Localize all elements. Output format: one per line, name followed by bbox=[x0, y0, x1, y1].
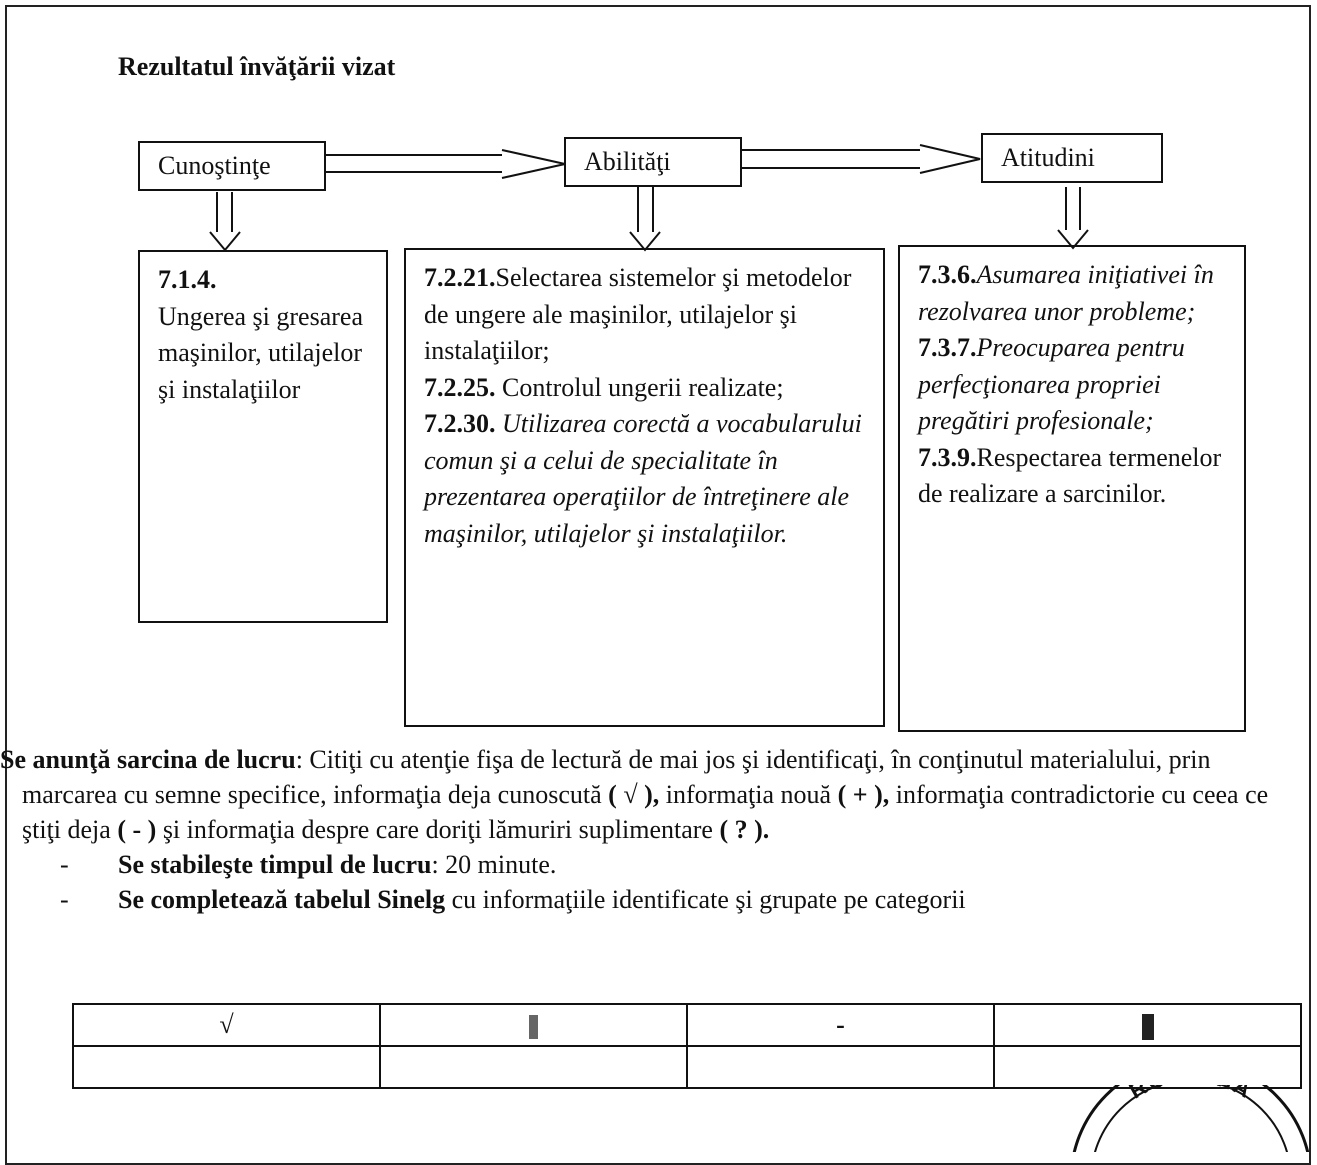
outcome-text: Controlul ungerii realizate; bbox=[495, 372, 784, 402]
sign-contradictory: ( - ) bbox=[117, 815, 157, 844]
sign-known: ( √ ), bbox=[608, 780, 660, 809]
outcome-text: Utilizarea corectă a vocabularului comun… bbox=[424, 409, 862, 548]
category-abilitati: Abilităţi bbox=[564, 137, 742, 187]
category-cunostinte: Cunoştinţe bbox=[138, 141, 326, 191]
question-mark-icon bbox=[1141, 1014, 1154, 1041]
category-atitudini: Atitudini bbox=[981, 133, 1163, 183]
header-cell-contradictory: - bbox=[686, 1003, 995, 1047]
outcome-text: Preocuparea pentru perfecţionarea propri… bbox=[918, 333, 1185, 435]
table-cell bbox=[72, 1045, 381, 1089]
task-text: informaţia nouă bbox=[659, 780, 838, 809]
cunostinte-box: 7.1.4. Ungerea şi gresarea maşinilor, ut… bbox=[138, 250, 388, 623]
diagram-connectors bbox=[209, 144, 1089, 252]
plus-mark-icon bbox=[529, 1015, 538, 1040]
outcome-code: 7.3.6. bbox=[918, 260, 977, 289]
task-text: : Citiţi cu atenţie fişa de lectură de m… bbox=[22, 745, 1211, 809]
arrow-cunostinte-abilitati bbox=[326, 149, 566, 179]
down-arrow-abilitati bbox=[629, 187, 661, 252]
header-cell-known: √ bbox=[72, 1003, 381, 1047]
task-text: şi informaţia despre care doriţi lămurir… bbox=[156, 815, 720, 844]
header-cell-new bbox=[379, 1003, 688, 1047]
bullet-text: : 20 minute. bbox=[431, 850, 557, 879]
outcome-code: 7.2.30. bbox=[424, 409, 496, 438]
abilitati-box: 7.2.21.Selectarea sistemelor şi metodelo… bbox=[404, 248, 885, 727]
table-cell bbox=[993, 1045, 1302, 1089]
outcome-text: Ungerea şi gresarea maşinilor, utilajelo… bbox=[158, 301, 363, 404]
bullet-dash: - bbox=[60, 850, 69, 879]
stamp-seal: ROMÂNIA bbox=[1072, 1085, 1310, 1152]
outcome-code: 7.3.9. bbox=[918, 442, 977, 472]
task-text: informaţia contradictorie cu ceea ce şti… bbox=[22, 780, 1269, 844]
table-cell bbox=[686, 1045, 995, 1089]
task-label: Se anunţă sarcina de lucru bbox=[0, 745, 296, 774]
bullet-bold: Se stabileşte timpul de lucru bbox=[118, 850, 432, 879]
table-cell bbox=[379, 1045, 688, 1089]
sinelg-table: √ - bbox=[72, 1003, 1302, 1089]
bullet-item: - Se stabileşte timpul de lucru: 20 minu… bbox=[0, 847, 1310, 882]
svg-text:ROMÂNIA: ROMÂNIA bbox=[1125, 1085, 1257, 1104]
down-arrow-cunostinte bbox=[209, 192, 241, 252]
outcome-text: Selectarea sistemelor şi metodelor de un… bbox=[424, 263, 852, 365]
outcome-text: Asumarea iniţiativei în rezolvarea unor … bbox=[918, 260, 1214, 326]
section-title: Rezultatul învăţării vizat bbox=[118, 52, 396, 81]
outcome-text: Respectarea termenelor de realizare a sa… bbox=[918, 442, 1222, 509]
table-header-row: √ - bbox=[72, 1003, 1302, 1047]
sign-question: ( ? ). bbox=[719, 815, 770, 844]
bullet-dash: - bbox=[60, 885, 69, 914]
sign-new: ( + ), bbox=[837, 780, 890, 809]
bullet-text: cu informaţiile identificate şi grupate … bbox=[445, 885, 966, 914]
outcome-code: 7.2.25. bbox=[424, 372, 496, 402]
arrow-abilitati-atitudini bbox=[742, 144, 981, 174]
header-cell-question bbox=[993, 1003, 1302, 1047]
table-row bbox=[72, 1045, 1302, 1089]
task-paragraph: Se anunţă sarcina de lucru: Citiţi cu at… bbox=[0, 742, 1310, 847]
task-section: Se anunţă sarcina de lucru: Citiţi cu at… bbox=[0, 742, 1310, 917]
outcome-code: 7.3.7. bbox=[918, 333, 977, 362]
down-arrow-atitudini bbox=[1057, 187, 1089, 250]
bullet-item: - Se completează tabelul Sinelg cu infor… bbox=[0, 882, 1310, 917]
outcome-code: 7.2.21. bbox=[424, 263, 496, 292]
bullet-bold: Se completează tabelul Sinelg bbox=[118, 885, 446, 914]
atitudini-box: 7.3.6.Asumarea iniţiativei în rezolvarea… bbox=[898, 245, 1246, 732]
outcome-code: 7.1.4. bbox=[158, 265, 217, 294]
